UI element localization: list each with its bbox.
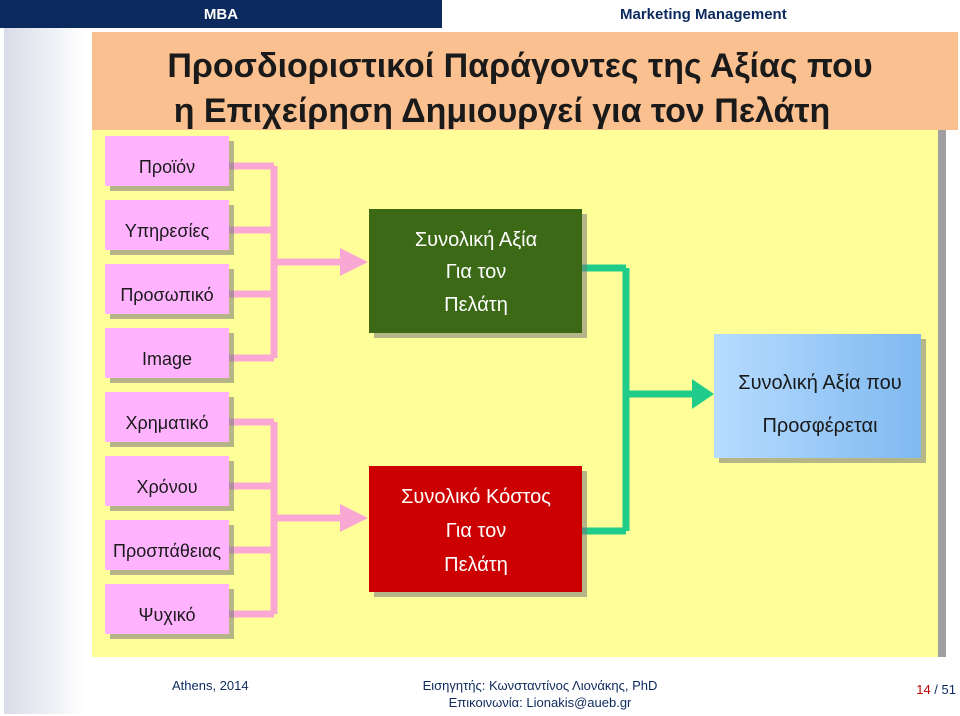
value-arrow-head [340,248,368,276]
factor-label-product: Προϊόν [139,157,195,177]
cost-factor-boxes: Χρηματικό Χρόνου Προσπάθειας Ψυχικό [105,392,229,634]
total-value-line1: Συνολική Αξία [415,229,537,251]
header-course-bar: MBA [0,0,442,28]
total-value-box [369,209,582,333]
slide-diagram: Προσδιοριστικοί Παράγοντες της Αξίας που… [92,32,958,657]
total-cost-line2: Για τον [446,520,506,542]
factor-box-monetary [105,392,229,442]
total-value-line3: Πελάτη [444,294,508,316]
page-current: 14 [916,682,931,697]
page-separator: / [930,682,942,697]
factor-box-personnel [105,264,229,314]
offered-value-box [714,334,921,458]
factor-box-effort [105,520,229,570]
footer-contact: Επικοινωνία: Lionakis@aueb.gr [448,695,632,710]
factor-label-psychic: Ψυχικό [138,605,195,625]
factor-label-image: Image [142,349,192,369]
sidebar-decoration [4,28,84,714]
factor-box-psychic [105,584,229,634]
factor-box-time [105,456,229,506]
value-factor-boxes: Προϊόν Υπηρεσίες Προσωπικό Image [105,136,229,378]
offered-value-line2: Προσφέρεται [762,415,877,437]
factor-label-services: Υπηρεσίες [125,221,210,241]
slide-title-line2: η Επιχείρηση Δημιουργεί για τον Πελάτη [174,92,831,130]
cost-arrow-head [340,504,368,532]
total-value-line2: Για τον [446,261,506,283]
factor-box-product [105,136,229,186]
total-cost-line3: Πελάτη [444,554,508,576]
footer-lecturer: Εισηγητής: Κωνσταντίνος Λιονάκης, PhD [422,678,658,693]
offered-value-line1: Συνολική Αξία που [738,372,902,394]
total-connectors [582,264,696,535]
factor-label-personnel: Προσωπικό [120,285,213,305]
header-course-label: MBA [203,6,239,23]
offered-arrow-head [692,379,714,409]
page-total: 51 [941,682,956,697]
total-cost-box [369,466,582,592]
slide-title-line1: Προσδιοριστικοί Παράγοντες της Αξίας που [167,47,872,85]
factor-label-time: Χρόνου [136,477,197,497]
cost-factor-connectors [229,418,344,618]
factor-box-image [105,328,229,378]
total-cost-line1: Συνολικό Κόστος [401,486,551,508]
page-indicator: 14 / 51 [900,682,956,697]
title-background [92,32,958,130]
value-factor-connectors [229,162,344,362]
header-subject-label: Marketing Management [620,6,787,23]
header-subject-bar: Marketing Management [446,0,960,28]
factor-label-effort: Προσπάθειας [113,541,221,561]
footer-date: Athens, 2014 [172,678,249,693]
factor-label-monetary: Χρηματικό [126,413,209,433]
content-right-edge [938,130,946,657]
factor-box-services [105,200,229,250]
slide-canvas: Προσδιοριστικοί Παράγοντες της Αξίας που… [92,32,958,657]
